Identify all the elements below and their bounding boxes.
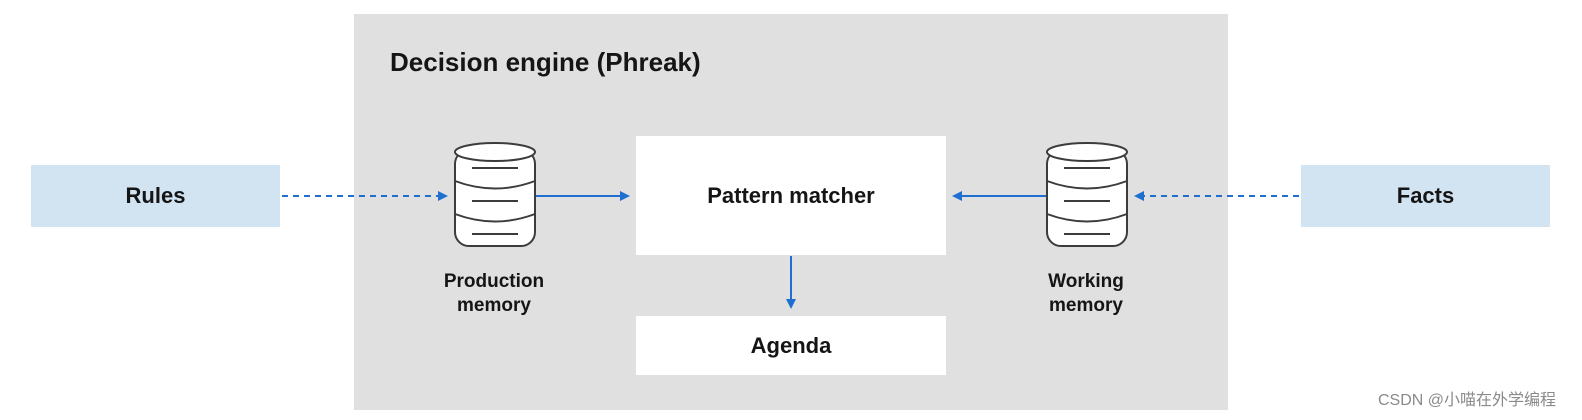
working-memory-line1: Working xyxy=(1048,271,1124,292)
agenda-label: Agenda xyxy=(750,332,832,358)
pattern-matcher-label: Pattern matcher xyxy=(707,182,875,208)
pattern-matcher-box: Pattern matcher xyxy=(636,136,946,255)
facts-label: Facts xyxy=(1396,183,1455,208)
production-memory-line2: memory xyxy=(457,295,531,316)
working-memory-line2: memory xyxy=(1049,295,1123,316)
watermark: CSDN @小喵在外学编程 xyxy=(1377,392,1556,409)
production-memory-line1: Production xyxy=(443,271,545,292)
engine-title: Decision engine (Phreak) xyxy=(390,47,701,77)
production-memory-label: Production memory xyxy=(414,270,574,318)
agenda-box: Agenda xyxy=(636,316,946,375)
facts-box: Facts xyxy=(1301,165,1550,227)
rules-label: Rules xyxy=(125,183,186,208)
rules-box: Rules xyxy=(31,165,280,227)
working-memory-label: Working memory xyxy=(1006,270,1166,318)
